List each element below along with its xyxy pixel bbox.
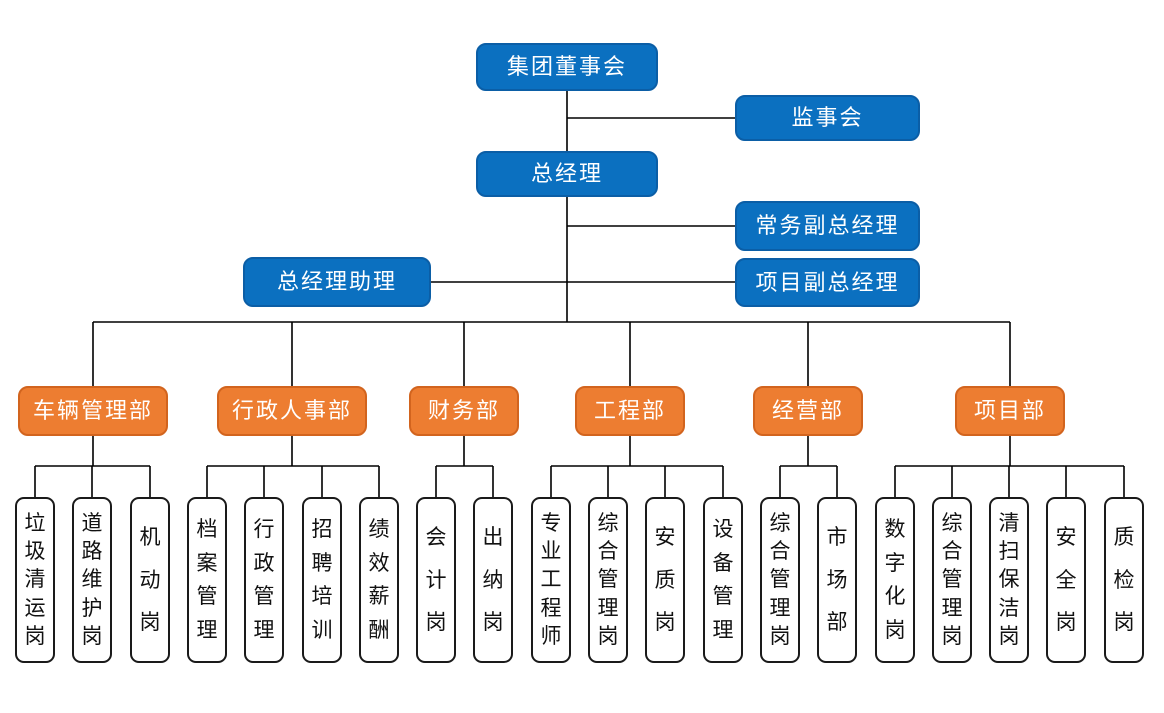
node-post-sweeping-cleaning: 清扫保洁岗 [989,497,1029,663]
node-dept-finance: 财务部 [409,386,519,436]
node-post-general-management-engineering: 综合管理岗 [588,497,628,663]
node-post-general-management-business: 综合管理岗 [760,497,800,663]
node-dept-vehicle-management: 车辆管理部 [18,386,168,436]
node-post-professional-engineer: 专业工程师 [531,497,571,663]
node-supervisory-board: 监事会 [735,95,920,141]
node-post-mobile: 机动岗 [130,497,170,663]
node-post-road-maintenance: 道路维护岗 [72,497,112,663]
node-post-market-dept: 市场部 [817,497,857,663]
node-dept-business: 经营部 [753,386,863,436]
node-post-recruitment-training: 招聘培训 [302,497,342,663]
node-post-equipment-management: 设备管理 [703,497,743,663]
node-post-performance-compensation: 绩效薪酬 [359,497,399,663]
node-project-deputy-general-manager: 项目副总经理 [735,258,920,307]
node-general-manager: 总经理 [476,151,658,197]
node-post-cashier: 出纳岗 [473,497,513,663]
node-post-accounting: 会计岗 [416,497,456,663]
node-executive-deputy-general-manager: 常务副总经理 [735,201,920,251]
node-post-administrative-management: 行政管理 [244,497,284,663]
node-post-safety-quality: 安质岗 [645,497,685,663]
node-post-digitalization: 数字化岗 [875,497,915,663]
node-dept-admin-hr: 行政人事部 [217,386,367,436]
node-post-archive-management: 档案管理 [187,497,227,663]
node-post-general-management-project: 综合管理岗 [932,497,972,663]
node-post-quality-inspection: 质检岗 [1104,497,1144,663]
node-dept-project: 项目部 [955,386,1065,436]
node-post-safety: 安全岗 [1046,497,1086,663]
node-group-board-of-directors: 集团董事会 [476,43,658,91]
node-post-garbage-removal: 垃圾清运岗 [15,497,55,663]
node-general-manager-assistant: 总经理助理 [243,257,431,307]
node-dept-engineering: 工程部 [575,386,685,436]
